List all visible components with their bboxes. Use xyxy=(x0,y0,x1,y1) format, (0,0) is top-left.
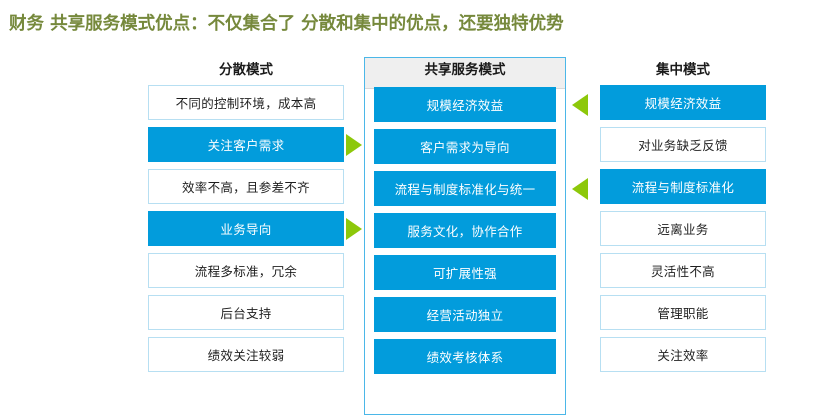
item-shared-services-4[interactable]: 服务文化，协作合作 xyxy=(374,213,556,248)
column-rows-shared-services: 规模经济效益客户需求为导向流程与制度标准化与统一服务文化，协作合作可扩展性强经营… xyxy=(368,85,562,374)
item-decentralized-4[interactable]: 业务导向 xyxy=(148,211,344,246)
column-header-decentralized: 分散模式 xyxy=(219,62,273,78)
item-centralized-7[interactable]: 关注效率 xyxy=(600,337,766,372)
arrow-right-to-center-row3-icon xyxy=(572,177,588,200)
center-header-band xyxy=(365,58,565,89)
item-decentralized-2[interactable]: 关注客户需求 xyxy=(148,127,344,162)
item-centralized-4[interactable]: 远离业务 xyxy=(600,211,766,246)
item-decentralized-5[interactable]: 流程多标准，冗余 xyxy=(148,253,344,288)
column-rows-decentralized: 不同的控制环境，成本高关注客户需求效率不高，且参差不齐业务导向流程多标准，冗余后… xyxy=(148,85,344,372)
item-centralized-5[interactable]: 灵活性不高 xyxy=(600,253,766,288)
page-title: 财务 共享服务模式优点：不仅集合了 分散和集中的优点，还要独特优势 xyxy=(9,14,564,34)
column-shared-services: 共享服务模式 规模经济效益客户需求为导向流程与制度标准化与统一服务文化，协作合作… xyxy=(368,55,562,381)
item-centralized-2[interactable]: 对业务缺乏反馈 xyxy=(600,127,766,162)
column-decentralized: 分散模式 不同的控制环境，成本高关注客户需求效率不高，且参差不齐业务导向流程多标… xyxy=(148,55,344,379)
item-decentralized-1[interactable]: 不同的控制环境，成本高 xyxy=(148,85,344,120)
item-centralized-6[interactable]: 管理职能 xyxy=(600,295,766,330)
arrow-left-to-center-row2-icon xyxy=(346,133,362,156)
item-shared-services-7[interactable]: 绩效考核体系 xyxy=(374,339,556,374)
item-shared-services-6[interactable]: 经营活动独立 xyxy=(374,297,556,332)
column-header-shared-services: 共享服务模式 xyxy=(424,62,506,78)
arrow-right-to-center-row1-icon xyxy=(572,93,588,116)
column-rows-centralized: 规模经济效益对业务缺乏反馈流程与制度标准化远离业务灵活性不高管理职能关注效率 xyxy=(600,85,766,372)
column-centralized: 集中模式 规模经济效益对业务缺乏反馈流程与制度标准化远离业务灵活性不高管理职能关… xyxy=(600,55,766,379)
item-shared-services-1[interactable]: 规模经济效益 xyxy=(374,87,556,122)
item-shared-services-3[interactable]: 流程与制度标准化与统一 xyxy=(374,171,556,206)
item-centralized-1[interactable]: 规模经济效益 xyxy=(600,85,766,120)
item-decentralized-7[interactable]: 绩效关注较弱 xyxy=(148,337,344,372)
item-shared-services-5[interactable]: 可扩展性强 xyxy=(374,255,556,290)
column-header-centralized: 集中模式 xyxy=(656,62,710,78)
item-decentralized-6[interactable]: 后台支持 xyxy=(148,295,344,330)
item-decentralized-3[interactable]: 效率不高，且参差不齐 xyxy=(148,169,344,204)
arrow-left-to-center-row4-icon xyxy=(346,217,362,240)
item-shared-services-2[interactable]: 客户需求为导向 xyxy=(374,129,556,164)
comparison-diagram: 分散模式 不同的控制环境，成本高关注客户需求效率不高，且参差不齐业务导向流程多标… xyxy=(0,55,840,417)
item-centralized-3[interactable]: 流程与制度标准化 xyxy=(600,169,766,204)
